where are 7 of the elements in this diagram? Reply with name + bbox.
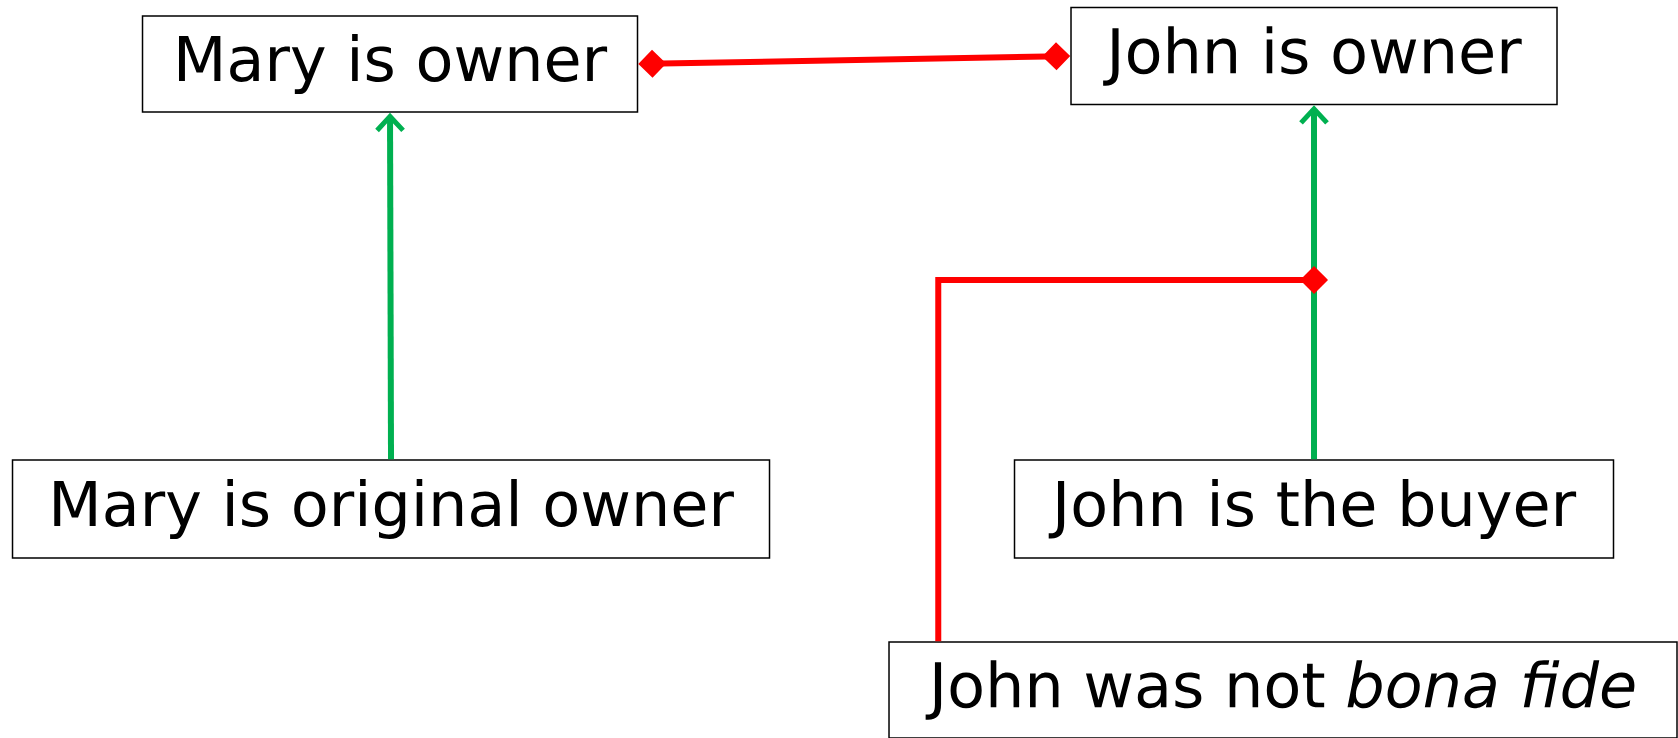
statement-box: John was not bona fide (888, 641, 1678, 738)
arrow (375, 112, 405, 460)
statement-box: John is owner (1070, 6, 1558, 106)
statement-box: Mary is owner (141, 15, 639, 113)
statement-box: Mary is original owner (11, 459, 771, 559)
arrow (1299, 105, 1329, 460)
statement-box: John is the buyer (1013, 459, 1615, 559)
